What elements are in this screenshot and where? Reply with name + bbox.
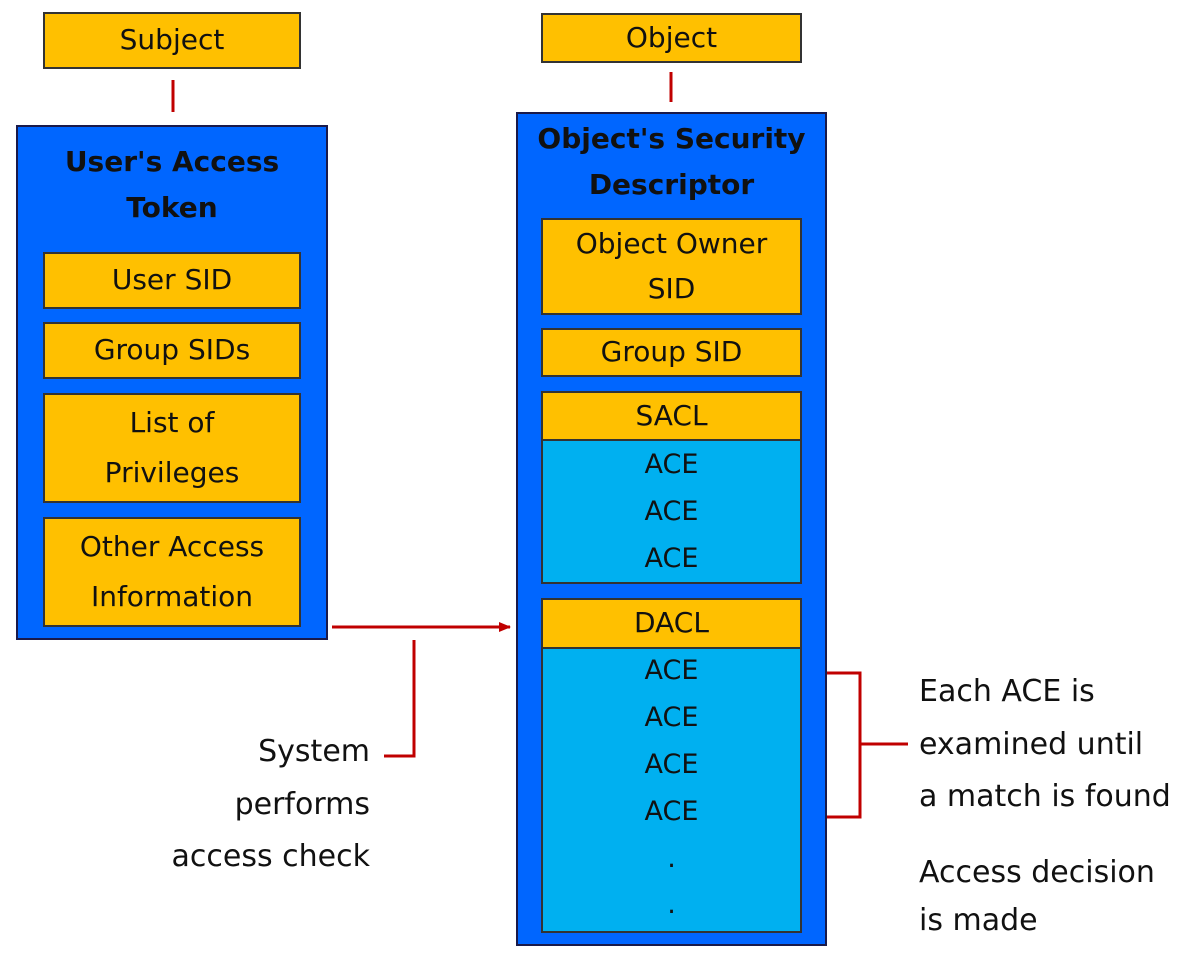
ace-examined-line2: examined until bbox=[919, 726, 1144, 762]
ace-examined-line3: a match is found bbox=[919, 779, 1171, 814]
security-descriptor-title-line1: Object's Security bbox=[537, 122, 806, 155]
sacl-header: SACL bbox=[541, 391, 802, 441]
subject-label: Subject bbox=[43, 12, 301, 69]
other-access-line1: Other Access bbox=[79, 529, 265, 563]
user-sid-box: User SID bbox=[43, 252, 301, 309]
owner-sid-box: Object Owner SID bbox=[541, 218, 802, 315]
ace-examined-note: Each ACE is examined until a match is fo… bbox=[919, 666, 1197, 824]
access-check-line1: System bbox=[258, 734, 370, 769]
dacl-ellipsis: . bbox=[667, 889, 676, 920]
access-token-title: User's Access Token bbox=[18, 139, 326, 231]
sacl-ace-list: ACE ACE ACE bbox=[541, 441, 802, 584]
owner-sid-line1: Object Owner bbox=[575, 226, 768, 260]
object-label-text: Object bbox=[625, 20, 718, 54]
other-access-box: Other Access Information bbox=[43, 517, 301, 627]
dacl-ace-list: ACE ACE ACE ACE . . bbox=[541, 649, 802, 933]
ace-examined-line1: Each ACE is bbox=[919, 674, 1095, 709]
privileges-box: List of Privileges bbox=[43, 393, 301, 503]
dacl-ellipsis: . bbox=[667, 843, 676, 874]
privileges-line1: List of bbox=[129, 405, 215, 439]
group-sid-text: Group SID bbox=[600, 335, 743, 369]
dacl-label: DACL bbox=[634, 606, 709, 640]
other-access-line2: Information bbox=[90, 580, 254, 613]
dacl-ace: ACE bbox=[644, 702, 699, 733]
dacl-ace: ACE bbox=[644, 796, 699, 827]
sacl-label: SACL bbox=[635, 398, 708, 432]
access-token-title-line2: Token bbox=[126, 191, 218, 225]
dacl-header: DACL bbox=[541, 598, 802, 649]
decision-line2: is made bbox=[919, 903, 1038, 938]
sacl-ace: ACE bbox=[644, 496, 699, 527]
user-sid-text: User SID bbox=[111, 263, 233, 297]
security-descriptor-title-line2: Descriptor bbox=[588, 168, 755, 202]
privileges-line2: Privileges bbox=[104, 456, 240, 489]
dacl-ace: ACE bbox=[644, 655, 699, 686]
sacl-ace: ACE bbox=[644, 543, 699, 574]
group-sids-text: Group SIDs bbox=[93, 333, 251, 367]
sacl-ace: ACE bbox=[644, 449, 699, 480]
group-sids-box: Group SIDs bbox=[43, 322, 301, 379]
access-check-line2: performs bbox=[234, 786, 370, 822]
group-sid-box: Group SID bbox=[541, 328, 802, 377]
decision-line1: Access decision bbox=[919, 855, 1155, 890]
access-token-title-line1: User's Access bbox=[64, 145, 280, 178]
owner-sid-line2: SID bbox=[647, 271, 696, 305]
subject-label-text: Subject bbox=[119, 23, 225, 57]
access-check-connector bbox=[384, 640, 416, 758]
access-check-note: System performs access check bbox=[100, 726, 370, 884]
security-descriptor-title: Object's Security Descriptor bbox=[518, 116, 825, 208]
decision-note: Access decision is made bbox=[919, 849, 1197, 945]
object-label: Object bbox=[541, 13, 802, 63]
dacl-ace: ACE bbox=[644, 749, 699, 780]
access-check-line3: access check bbox=[171, 839, 370, 874]
